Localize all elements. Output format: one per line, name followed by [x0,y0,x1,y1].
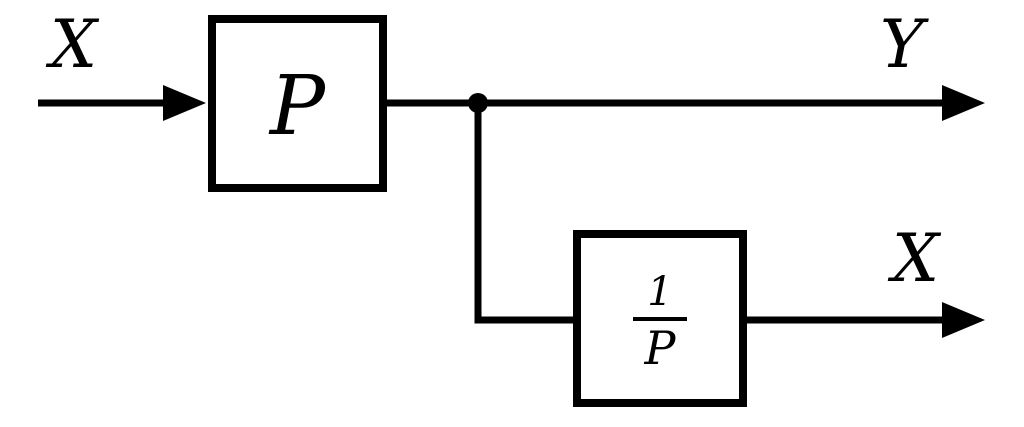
branch-line [474,103,575,324]
block-inverse-label: 1 P [575,246,745,396]
input-signal-label: X [50,6,97,83]
bottom-output-arrowhead-icon [942,302,985,338]
fraction-bar [633,316,687,321]
inverse-numerator: 1 [647,268,673,315]
input-arrowhead-icon [163,85,206,121]
top-output-signal-label: Y [880,6,924,83]
bottom-output-signal-label: X [892,220,939,297]
top-output-arrowhead-icon [942,85,985,121]
block-p-box [208,15,387,192]
inverse-denominator: P [644,320,676,375]
block-p-label: P [269,59,326,154]
